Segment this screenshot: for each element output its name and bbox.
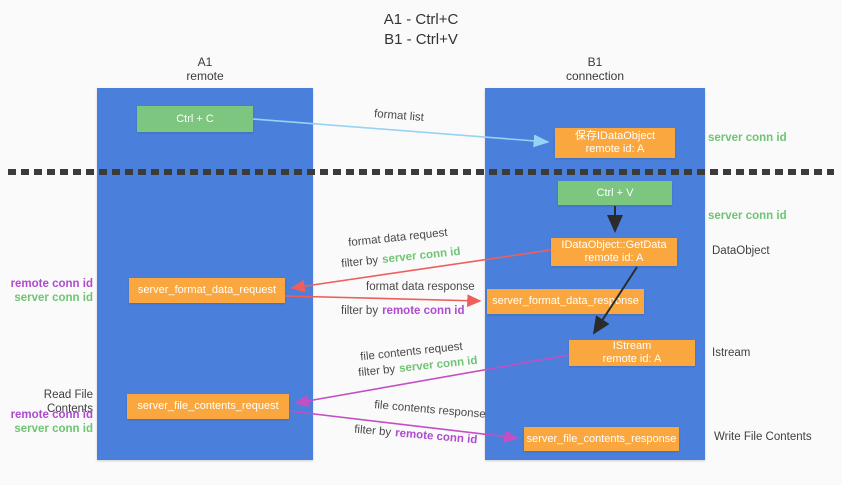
lane-a1-subtitle: remote [186,69,224,83]
lane-a1-title: A1 [197,55,213,69]
label-remote-conn-id-left-top: remote conn id [10,278,93,290]
title-line-2: B1 - Ctrl+V [384,31,458,48]
node-idataobject-getdata-line2: remote id: A [584,252,644,264]
label-server-conn-id-left-top: server conn id [14,292,93,304]
node-server-file-contents-request-label: server_file_contents_request [137,400,279,412]
label-format-data-request: format data request [347,226,449,250]
label-dataobject: DataObject [712,245,770,257]
filter-by-text: filter by [340,254,379,271]
server-conn-id-text: server conn id [381,245,462,266]
node-save-idataobject-line1: 保存IDataObject [574,130,656,142]
label-file-contents-response: file contents response [373,399,487,421]
node-istream-line2: remote id: A [602,353,662,365]
node-server-format-data-response-label: server_format_data_response [492,295,639,307]
dotted-separator-line [8,169,834,175]
node-istream: IStream remote id: A [569,340,695,366]
node-istream-line1: IStream [612,340,652,352]
label-server-conn-id-right-top: server conn id [708,132,787,144]
title-line-1: A1 - Ctrl+C [383,11,459,28]
label-remote-conn-id-left-bottom: remote conn id [10,409,93,421]
label-format-list: format list [373,108,425,124]
node-server-file-contents-request: server_file_contents_request [127,394,289,419]
node-server-file-contents-response-label: server_file_contents_response [526,432,677,445]
node-server-format-data-request-label: server_format_data_request [137,284,277,296]
node-save-idataobject: 保存IDataObject remote id: A [555,128,675,158]
remote-conn-id-text: remote conn id [394,427,478,447]
node-idataobject-getdata: IDataObject::GetData remote id: A [551,238,677,266]
label-conn-ids-left-bottom: remote conn id server conn id [7,408,93,436]
filter-by-text: filter by [353,423,392,439]
label-server-conn-id-right-mid: server conn id [708,210,787,222]
lane-header-a1: A1 remote [97,55,313,83]
node-ctrl-v-label: Ctrl + V [596,186,634,199]
node-server-format-data-request: server_format_data_request [129,278,285,303]
node-ctrl-c: Ctrl + C [137,106,253,132]
filter-by-text: filter by [357,363,396,380]
lane-b1-subtitle: connection [565,69,625,83]
label-write-file-contents: Write File Contents [714,431,812,443]
label-read-file-contents: Read File Contents [43,389,93,415]
node-server-format-data-response: server_format_data_response [487,289,644,314]
node-idataobject-getdata-line1: IDataObject::GetData [561,239,667,251]
diagram-title: A1 - Ctrl+C B1 - Ctrl+V [0,10,842,50]
filter-by-text: filter by [341,305,379,317]
label-format-data-response: format data response [366,281,475,293]
lane-header-b1: B1 connection [485,55,705,83]
label-conn-ids-left-top: remote conn id server conn id [7,277,93,305]
arrow-format-data-response [284,294,482,308]
node-ctrl-c-label: Ctrl + C [176,112,214,125]
node-ctrl-v: Ctrl + V [558,181,672,205]
label-istream: Istream [712,347,751,359]
node-save-idataobject-line2: remote id: A [585,143,645,155]
node-server-file-contents-response: server_file_contents_response [524,427,679,451]
label-server-conn-id-left-bottom: server conn id [14,423,93,435]
lane-b1-title: B1 [587,55,603,69]
remote-conn-id-text: remote conn id [382,305,465,317]
